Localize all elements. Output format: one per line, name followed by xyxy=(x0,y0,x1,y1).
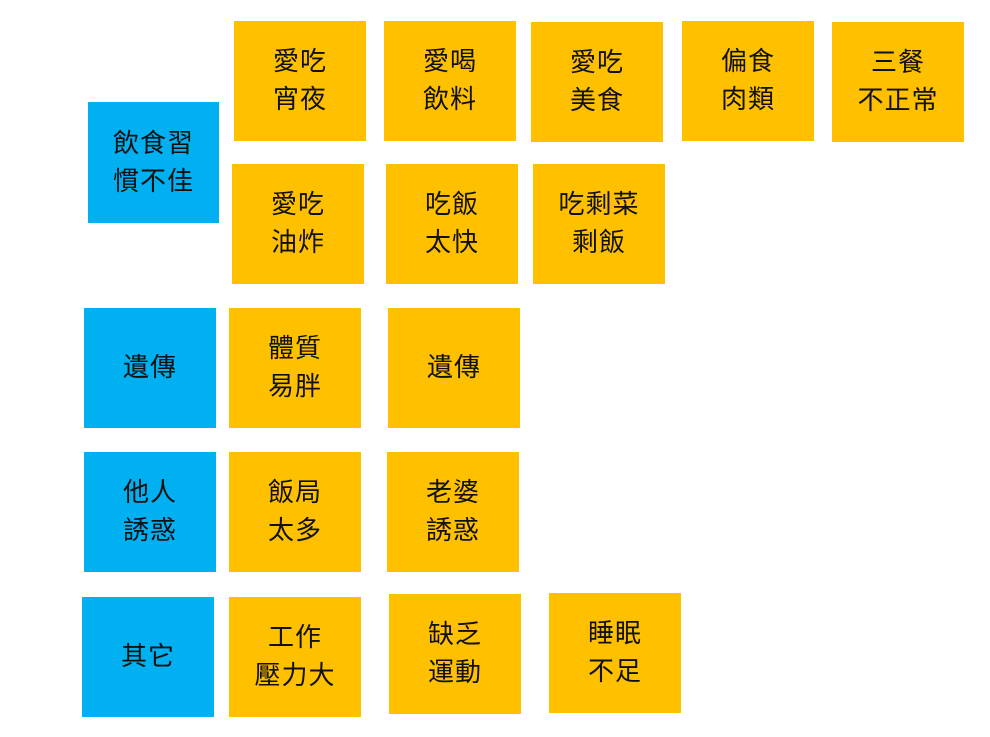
category-other-note: 其它 xyxy=(82,597,214,717)
item-wife-temptation: 老婆 誘惑 xyxy=(387,452,519,572)
item-eat-fast: 吃飯 太快 xyxy=(386,164,518,284)
item-too-many-dinners: 飯局 太多 xyxy=(229,452,361,572)
item-work-stress: 工作 壓力大 xyxy=(229,597,361,717)
item-fried-food: 愛吃 油炸 xyxy=(232,164,364,284)
item-irregular-meals: 三餐 不正常 xyxy=(832,22,964,142)
item-insufficient-sleep: 睡眠 不足 xyxy=(549,593,681,713)
item-leftovers: 吃剩菜 剩飯 xyxy=(533,164,665,284)
category-genetics-note: 遺傳 xyxy=(84,308,216,428)
item-lack-of-exercise: 缺乏 運動 xyxy=(389,594,521,714)
item-drinks: 愛喝 飲料 xyxy=(384,21,516,141)
category-diet-note: 飲食習 慣不佳 xyxy=(88,102,219,223)
item-late-night-snack: 愛吃 宵夜 xyxy=(234,21,366,141)
item-gourmet-food: 愛吃 美食 xyxy=(531,22,663,142)
item-picky-meat: 偏食 肉類 xyxy=(682,21,814,141)
item-genetics: 遺傳 xyxy=(388,308,520,428)
category-others-temptation-note: 他人 誘惑 xyxy=(84,452,216,572)
item-prone-to-weight-gain: 體質 易胖 xyxy=(229,308,361,428)
